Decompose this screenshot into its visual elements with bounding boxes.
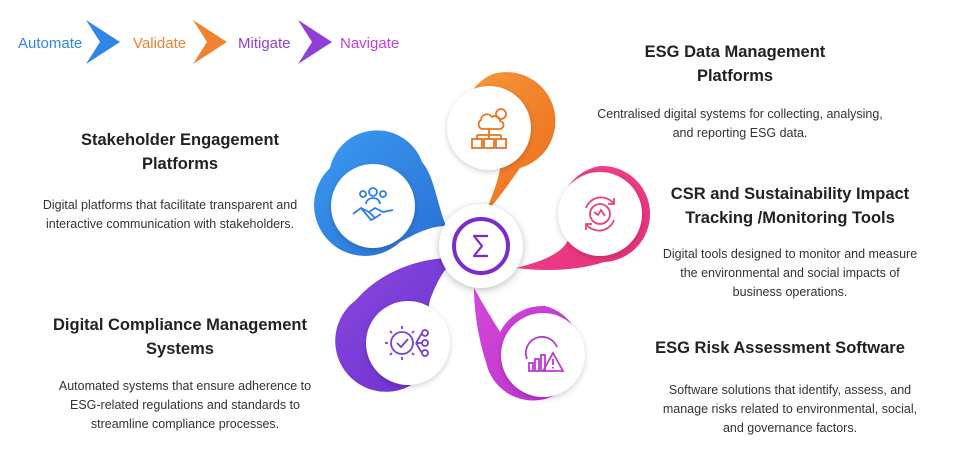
chevron-right-icon: [298, 20, 332, 64]
title-csr-tracking: CSR and Sustainability Impact Tracking /…: [670, 185, 910, 227]
flow-label: Validate: [133, 35, 187, 52]
flow-label: Automate: [18, 35, 83, 52]
sigma-icon: [472, 234, 488, 258]
title-data-management: ESG Data Management Platforms: [644, 43, 826, 85]
chevron-right-icon: [86, 20, 120, 64]
risk-warning-icon: [524, 335, 565, 372]
cloud-network-icon: [471, 108, 507, 149]
desc-risk-assessment: Software solutions that identify, assess…: [662, 383, 918, 435]
icon-circle-stakeholder: [331, 164, 415, 248]
hub-circle: [439, 204, 523, 288]
desc-compliance: Automated systems that ensure adherence …: [58, 379, 312, 431]
flow-label: Mitigate: [238, 35, 291, 52]
desc-csr-tracking: Digital tools designed to monitor and me…: [662, 247, 918, 299]
eco-cycle-icon: [585, 196, 615, 232]
chevron-right-icon: [193, 20, 227, 64]
desc-stakeholder: Digital platforms that facilitate transp…: [42, 198, 298, 231]
flow-label: Navigate: [340, 35, 400, 52]
handshake-people-icon: [352, 187, 394, 222]
icon-circle-data-management: [447, 86, 531, 170]
desc-data-management: Centralised digital systems for collecti…: [597, 107, 883, 140]
title-compliance: Digital Compliance Management Systems: [53, 316, 307, 358]
hub-ring: [452, 217, 510, 275]
process-flow: Automate Validate Mitigate Navigate: [18, 18, 418, 66]
icon-circle-compliance: [366, 301, 450, 385]
icon-circle-risk-assessment: [501, 313, 585, 397]
title-risk-assessment: ESG Risk Assessment Software: [655, 339, 905, 357]
icon-circle-csr-tracking: [558, 172, 642, 256]
compliance-gear-icon: [385, 326, 429, 360]
title-stakeholder: Stakeholder Engagement Platforms: [80, 131, 280, 173]
